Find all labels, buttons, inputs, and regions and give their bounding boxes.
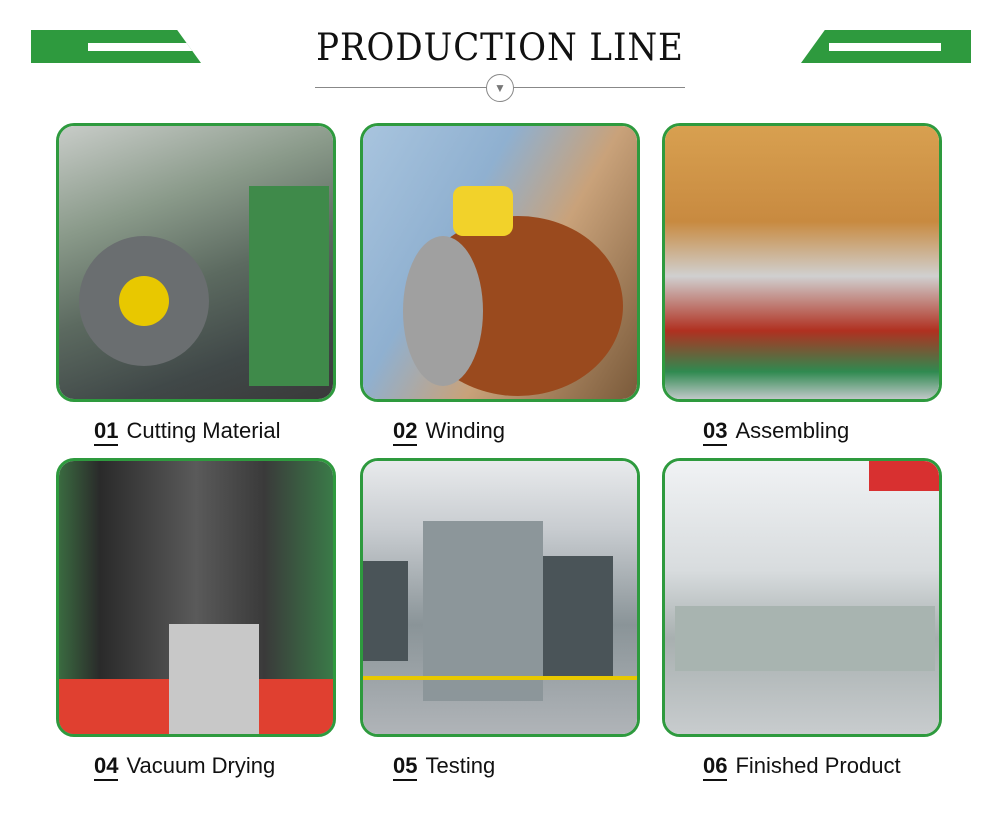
triangle-down-icon: ▼ [486, 74, 514, 102]
photo-assembling [662, 123, 942, 402]
photo-cutting-material [56, 123, 336, 402]
photo-testing [360, 458, 640, 737]
page-title: PRODUCTION LINE [316, 26, 684, 69]
photo-vacuum-drying [56, 458, 336, 737]
right-decorative-bar [801, 30, 971, 63]
photo-finished-product [662, 458, 942, 737]
photo-winding [360, 123, 640, 402]
left-decorative-bar [31, 30, 201, 63]
